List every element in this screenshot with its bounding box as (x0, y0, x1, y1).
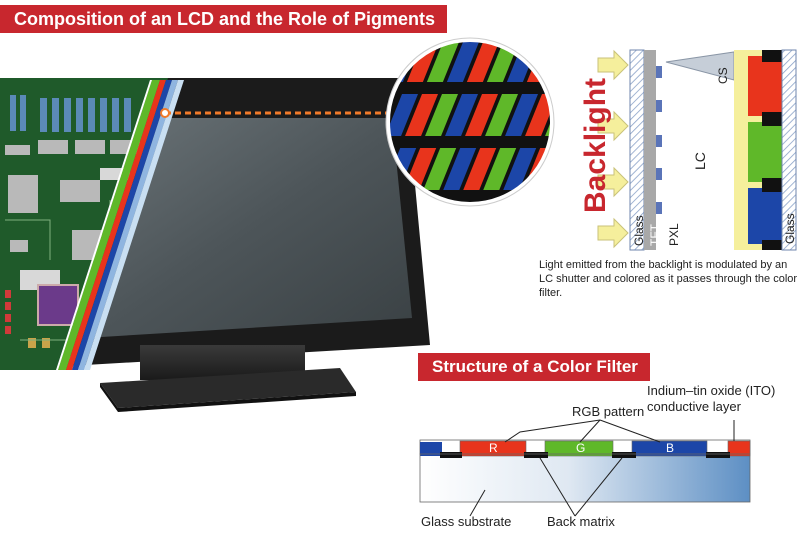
monitor-stand-neck (140, 345, 305, 380)
backlight-label: Backlight (579, 77, 612, 213)
blue-subpixel-label: B (666, 441, 675, 455)
rgb-pattern-label: RGB pattern (572, 404, 645, 419)
tft-label: TFT (648, 224, 662, 246)
backlight-arrows (597, 49, 629, 249)
lc-cell-diagram (629, 49, 797, 251)
lc-label: LC (692, 152, 708, 170)
glass-substrate-label: Glass substrate (421, 514, 512, 529)
monitor-screen (85, 118, 412, 338)
cs-label: CS (716, 67, 730, 84)
glass-right-label: Glass (783, 213, 797, 244)
lc-caption: Light emitted from the backlight is modu… (539, 259, 798, 299)
monitor-stand-base (100, 368, 356, 408)
green-subpixel-label: G (576, 441, 586, 455)
ito-label: Indium–tin oxide (ITO) conductive layer (647, 383, 776, 414)
red-subpixel-label: R (489, 441, 498, 455)
color-filter-title: Structure of a Color Filter (418, 353, 650, 381)
layer-stripes (56, 80, 184, 370)
main-title: Composition of an LCD and the Role of Pi… (0, 5, 447, 33)
black-matrix-label: Back matrix (547, 514, 615, 529)
glass-left-label: Glass (632, 215, 646, 246)
color-filter-diagram (419, 419, 751, 517)
pxl-label: PXL (667, 223, 681, 246)
